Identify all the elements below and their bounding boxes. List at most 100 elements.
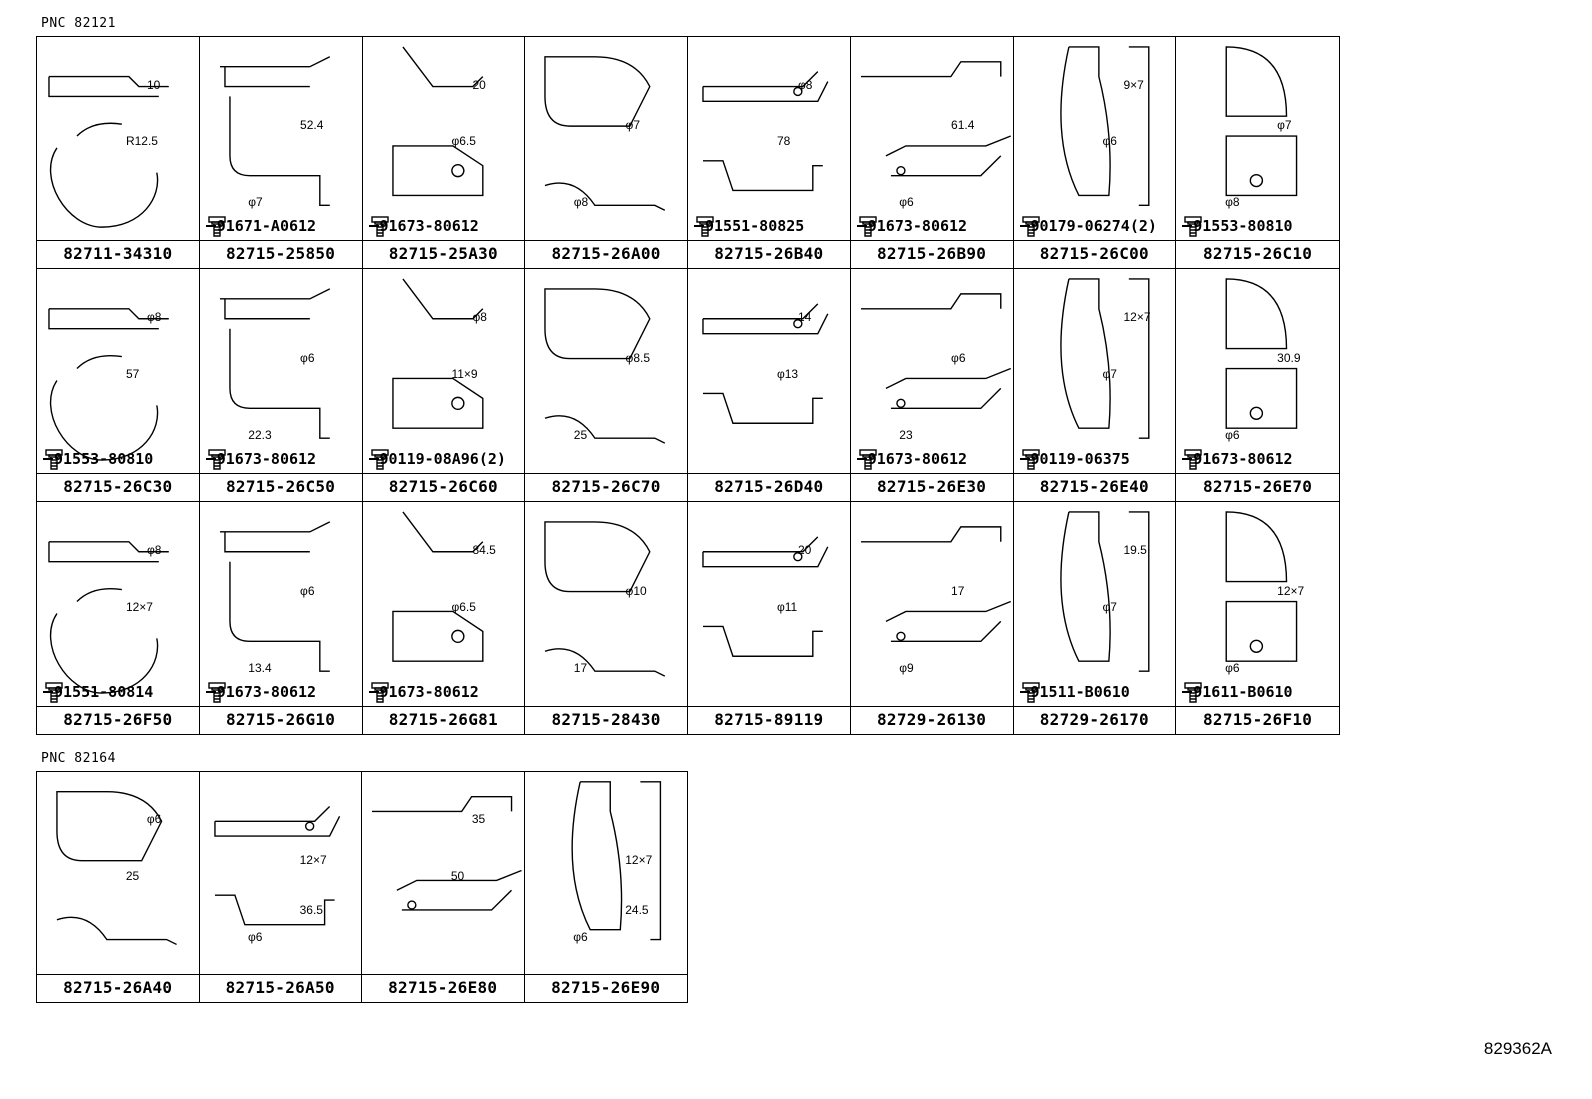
dimension-label: 11×9 bbox=[451, 366, 478, 381]
bolt-callout: 91551-80814 bbox=[43, 681, 153, 703]
bolt-part-number: 91553-80810 bbox=[1193, 217, 1293, 235]
dimension-label: 19.5 bbox=[1123, 542, 1147, 557]
dimension-label: φ7 bbox=[1102, 366, 1117, 381]
part-number: 82715-26C00 bbox=[1039, 244, 1149, 263]
part-number: 82715-26F10 bbox=[1202, 710, 1313, 729]
dimension-label: 12×7 bbox=[1123, 309, 1151, 324]
dimension-label: R12.5 bbox=[125, 134, 158, 149]
bolt-callout: 91673-80612 bbox=[1182, 448, 1293, 470]
part-number: 82715-26G81 bbox=[388, 710, 498, 729]
dimension-label: φ8 bbox=[146, 542, 162, 557]
leader-line bbox=[1182, 691, 1193, 693]
dimension-label: φ6 bbox=[1102, 134, 1117, 149]
dimension-label: 52.4 bbox=[300, 118, 324, 133]
dimension-label: 10 bbox=[146, 77, 161, 92]
dimension-label: 9×7 bbox=[1123, 77, 1144, 92]
dimension-label: φ7 bbox=[1277, 118, 1292, 133]
part-number: 82715-26A00 bbox=[551, 244, 661, 263]
dimension-label: φ10 bbox=[625, 583, 647, 598]
bolt-callout: 91673-80612 bbox=[205, 681, 317, 703]
dimension-label: φ8 bbox=[146, 309, 162, 324]
part-number: 82715-26C10 bbox=[1202, 244, 1313, 263]
dimension-label: 22.3 bbox=[248, 428, 272, 443]
dimension-label: 17 bbox=[951, 583, 965, 598]
dimension-label: φ6 bbox=[951, 350, 966, 365]
dimension-label: φ6 bbox=[300, 583, 315, 598]
dimension-label: 12×7 bbox=[1277, 583, 1305, 598]
bolt-part-number: 91673-80612 bbox=[216, 683, 317, 701]
leader-line bbox=[205, 691, 216, 693]
part-number: 82715-26A40 bbox=[63, 978, 173, 997]
dimension-label: 12×7 bbox=[125, 599, 153, 614]
bolt-callout: 91611-B0610 bbox=[1182, 681, 1293, 703]
dimension-label: φ11 bbox=[776, 599, 798, 614]
bolt-part-number: 91671-A0612 bbox=[216, 217, 317, 235]
part-number: 82715-28430 bbox=[551, 710, 661, 729]
bolt-part-number: 91673-80612 bbox=[216, 450, 317, 468]
part-number: 82715-26E70 bbox=[1202, 477, 1313, 496]
part-number: 82715-26E80 bbox=[388, 978, 498, 997]
part-number: 82715-26B90 bbox=[876, 244, 987, 263]
part-number: 82729-26130 bbox=[876, 710, 987, 729]
part-drawing: φ8.5 25 bbox=[525, 269, 687, 474]
dimension-label: 30.9 bbox=[1277, 350, 1301, 365]
dimension-label: 25 bbox=[573, 428, 588, 443]
dimension-label: φ8 bbox=[472, 309, 487, 324]
bolt-callout: 91553-80810 bbox=[43, 448, 153, 470]
leader-line bbox=[694, 225, 704, 227]
part-number: 82715-26E30 bbox=[876, 477, 987, 496]
dimension-label: φ8 bbox=[573, 195, 589, 210]
dimension-label: 20 bbox=[797, 542, 812, 557]
part-number: 82715-26E90 bbox=[551, 978, 661, 997]
leader-line bbox=[1019, 458, 1030, 460]
dimension-label: 20 bbox=[472, 77, 486, 92]
part-number: 82711-34310 bbox=[63, 244, 173, 263]
bolt-part-number: 90119-08A96(2) bbox=[379, 450, 506, 468]
bolt-callout: 91551-80825 bbox=[694, 215, 804, 237]
leader-line bbox=[43, 691, 53, 693]
part-number: 82715-25A30 bbox=[388, 244, 498, 263]
part-drawing: 20 φ11 bbox=[688, 502, 850, 707]
bolt-part-number: 91511-B0610 bbox=[1030, 683, 1130, 701]
dimension-label: 61.4 bbox=[951, 118, 975, 133]
part-number: 82715-26A50 bbox=[225, 978, 335, 997]
dimension-label: φ8.5 bbox=[625, 350, 650, 365]
bolt-part-number: 91551-80814 bbox=[54, 683, 154, 701]
part-drawing: φ8 12×7 91551-80814 bbox=[37, 502, 199, 707]
dimension-label: φ6 bbox=[146, 812, 162, 827]
bolt-part-number: 91551-80825 bbox=[705, 217, 805, 235]
bolt-part-number: 91673-80612 bbox=[867, 450, 968, 468]
